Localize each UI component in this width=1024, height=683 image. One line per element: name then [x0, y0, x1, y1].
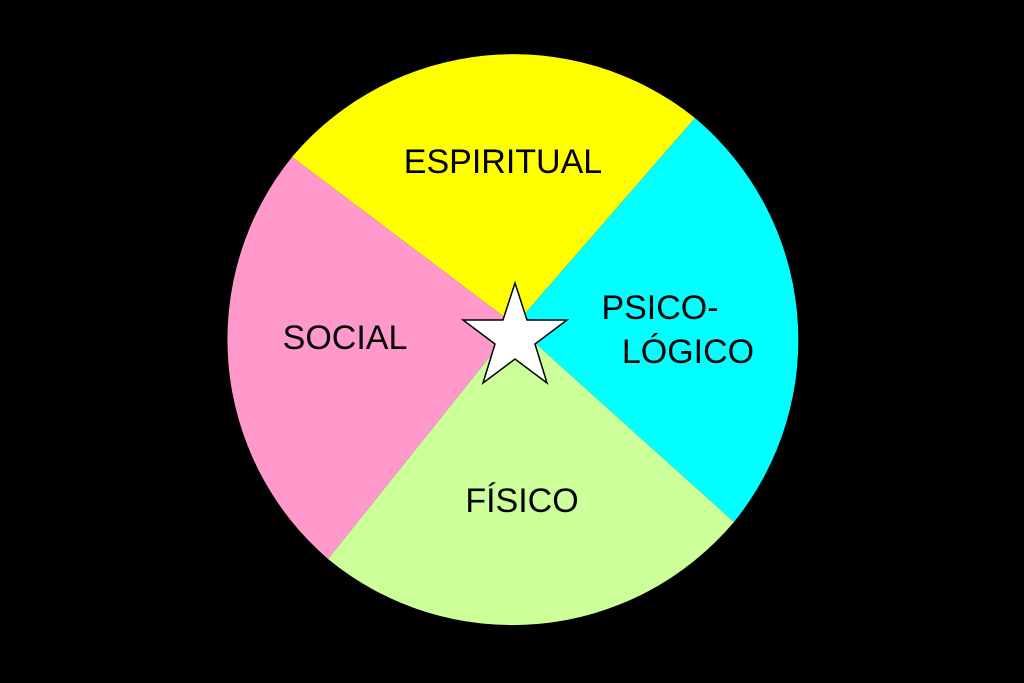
wheel — [227, 54, 799, 626]
label-espiritual: ESPIRITUAL — [404, 143, 602, 181]
segment-espiritual — [292, 54, 695, 325]
star-icon — [460, 280, 570, 385]
segment-fisico — [328, 325, 734, 626]
segment-psicologico — [515, 118, 799, 522]
segment-labels: ESPIRITUAL PSICO- LÓGICO FÍSICO SOCIAL — [283, 143, 754, 520]
label-fisico: FÍSICO — [465, 482, 578, 520]
label-social: SOCIAL — [283, 319, 408, 357]
segment-social — [227, 157, 515, 559]
label-psicologico-line-2: LÓGICO — [622, 333, 754, 371]
label-psicologico-line-1: PSICO- — [601, 289, 718, 327]
